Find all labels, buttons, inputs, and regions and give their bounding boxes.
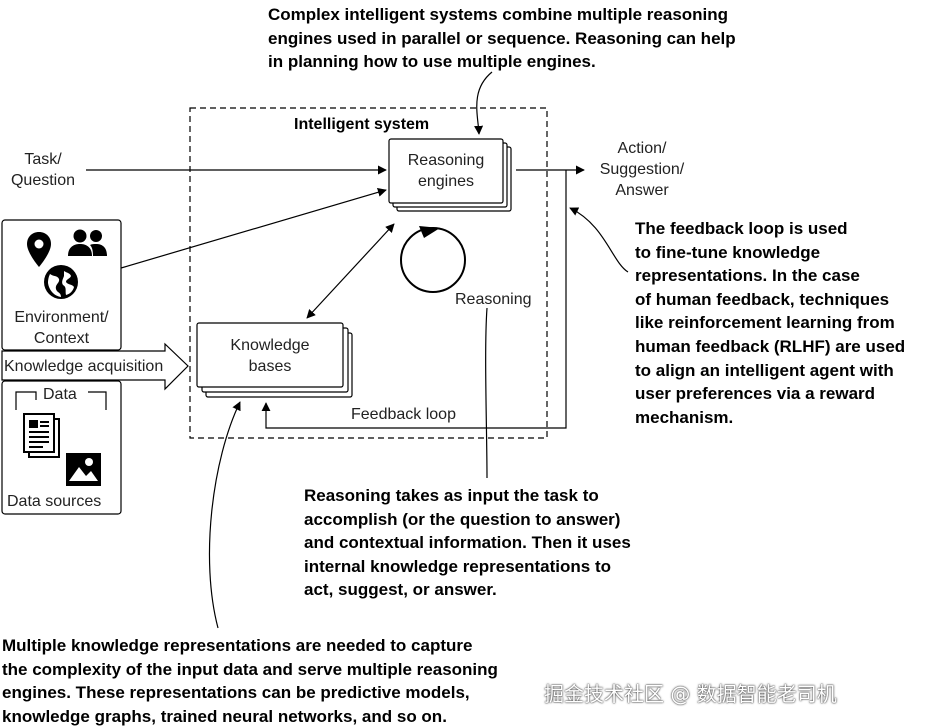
globe-icon (44, 265, 78, 299)
knowledge-note-line: knowledge graphs, trained neural network… (2, 706, 447, 726)
env-line-1: Environment/ (14, 309, 109, 326)
people-icon (68, 229, 107, 256)
feedback-note-line: like reinforcement learning from (635, 313, 895, 333)
kb-line-1: Knowledge (230, 337, 310, 354)
kb-line-2: bases (248, 358, 292, 375)
knowledge-acquisition-arrow (1, 342, 189, 391)
image-icon (66, 453, 101, 486)
reasoning-note-line: act, suggest, or answer. (304, 580, 497, 600)
top-note-pointer (474, 71, 493, 135)
feedback-note-line: to fine-tune knowledge (635, 242, 821, 262)
reasoning-note-line: Reasoning takes as input the task to (304, 486, 599, 505)
knowledge-note: Multiple knowledge representations are n… (2, 634, 498, 728)
feedback-note-line: to align an intelligent agent with (635, 360, 894, 380)
top-note: Complex intelligent systems combine mult… (268, 3, 736, 74)
reasoning-engines-label: Reasoning engines (389, 150, 503, 192)
action-line-2: Suggestion/ (599, 161, 685, 178)
feedback-note-line: human feedback (RLHF) are used (635, 336, 906, 356)
top-note-line: Complex intelligent systems combine mult… (268, 5, 729, 24)
task-line-1: Task/ (24, 151, 62, 168)
top-note-line: in planning how to use multiple engines. (268, 52, 596, 72)
data-sources-label: Data sources (7, 493, 102, 510)
intelligent-system-frame (189, 107, 548, 439)
location-pin-icon (27, 232, 51, 267)
feedback-note-line: representations. In the case (635, 266, 860, 286)
feedback-loop-path (261, 170, 567, 429)
feedback-note-line: user preferences via a reward (635, 384, 876, 404)
reasoning-engines-box (388, 138, 512, 212)
knowledge-note-line: Multiple knowledge representations are n… (2, 636, 473, 655)
engines-line-1: Reasoning (407, 152, 485, 169)
knowledge-note-line: engines. These representations can be pr… (2, 683, 470, 703)
feedback-loop-label: Feedback loop (351, 406, 456, 423)
intelligent-system-title: Intelligent system (294, 116, 430, 133)
reasoning-note: Reasoning takes as input the task to acc… (304, 484, 631, 602)
env-line-2: Context (33, 330, 90, 347)
cycle-arrow-icon (400, 226, 466, 293)
feedback-note-line: The feedback loop is used (635, 219, 848, 238)
data-label: Data (43, 386, 77, 403)
document-icon (23, 413, 60, 458)
action-line-3: Answer (615, 182, 669, 199)
knowledge-bases-label: Knowledge bases (197, 335, 343, 377)
feedback-note: The feedback loop is used to fine-tune k… (635, 217, 905, 429)
feedback-note-line: mechanism. (635, 407, 734, 427)
task-line-2: Question (10, 172, 76, 189)
environment-arrow (120, 187, 387, 269)
action-answer-label: Action/ Suggestion/ Answer (591, 138, 693, 201)
data-bracket (15, 391, 107, 410)
knowledge-bases-box (196, 322, 353, 398)
reasoning-note-line: internal knowledge representations to (304, 556, 612, 576)
reasoning-note-line: and contextual information. Then it uses (304, 533, 631, 553)
feedback-note-line: of human feedback, techniques (635, 289, 890, 309)
action-line-1: Action/ (617, 140, 667, 157)
watermark: 掘金技术社区 @ 数据智能老司机 (544, 682, 837, 706)
kb-engine-link (306, 223, 395, 319)
knowledge-note-line: the complexity of the input data and ser… (2, 659, 498, 679)
knowledge-acquisition-label: Knowledge acquisition (4, 358, 164, 375)
reasoning-note-pointer (485, 307, 488, 479)
environment-label: Environment/ Context (2, 307, 121, 349)
task-question-label: Task/ Question (6, 149, 80, 191)
engines-line-2: engines (417, 173, 475, 190)
reasoning-note-line: accomplish (or the question to answer) (304, 509, 621, 529)
reasoning-label: Reasoning (455, 291, 532, 308)
knowledge-note-pointer (208, 401, 241, 629)
top-note-line: engines used in parallel or sequence. Re… (268, 28, 736, 48)
feedback-note-pointer (569, 207, 629, 273)
